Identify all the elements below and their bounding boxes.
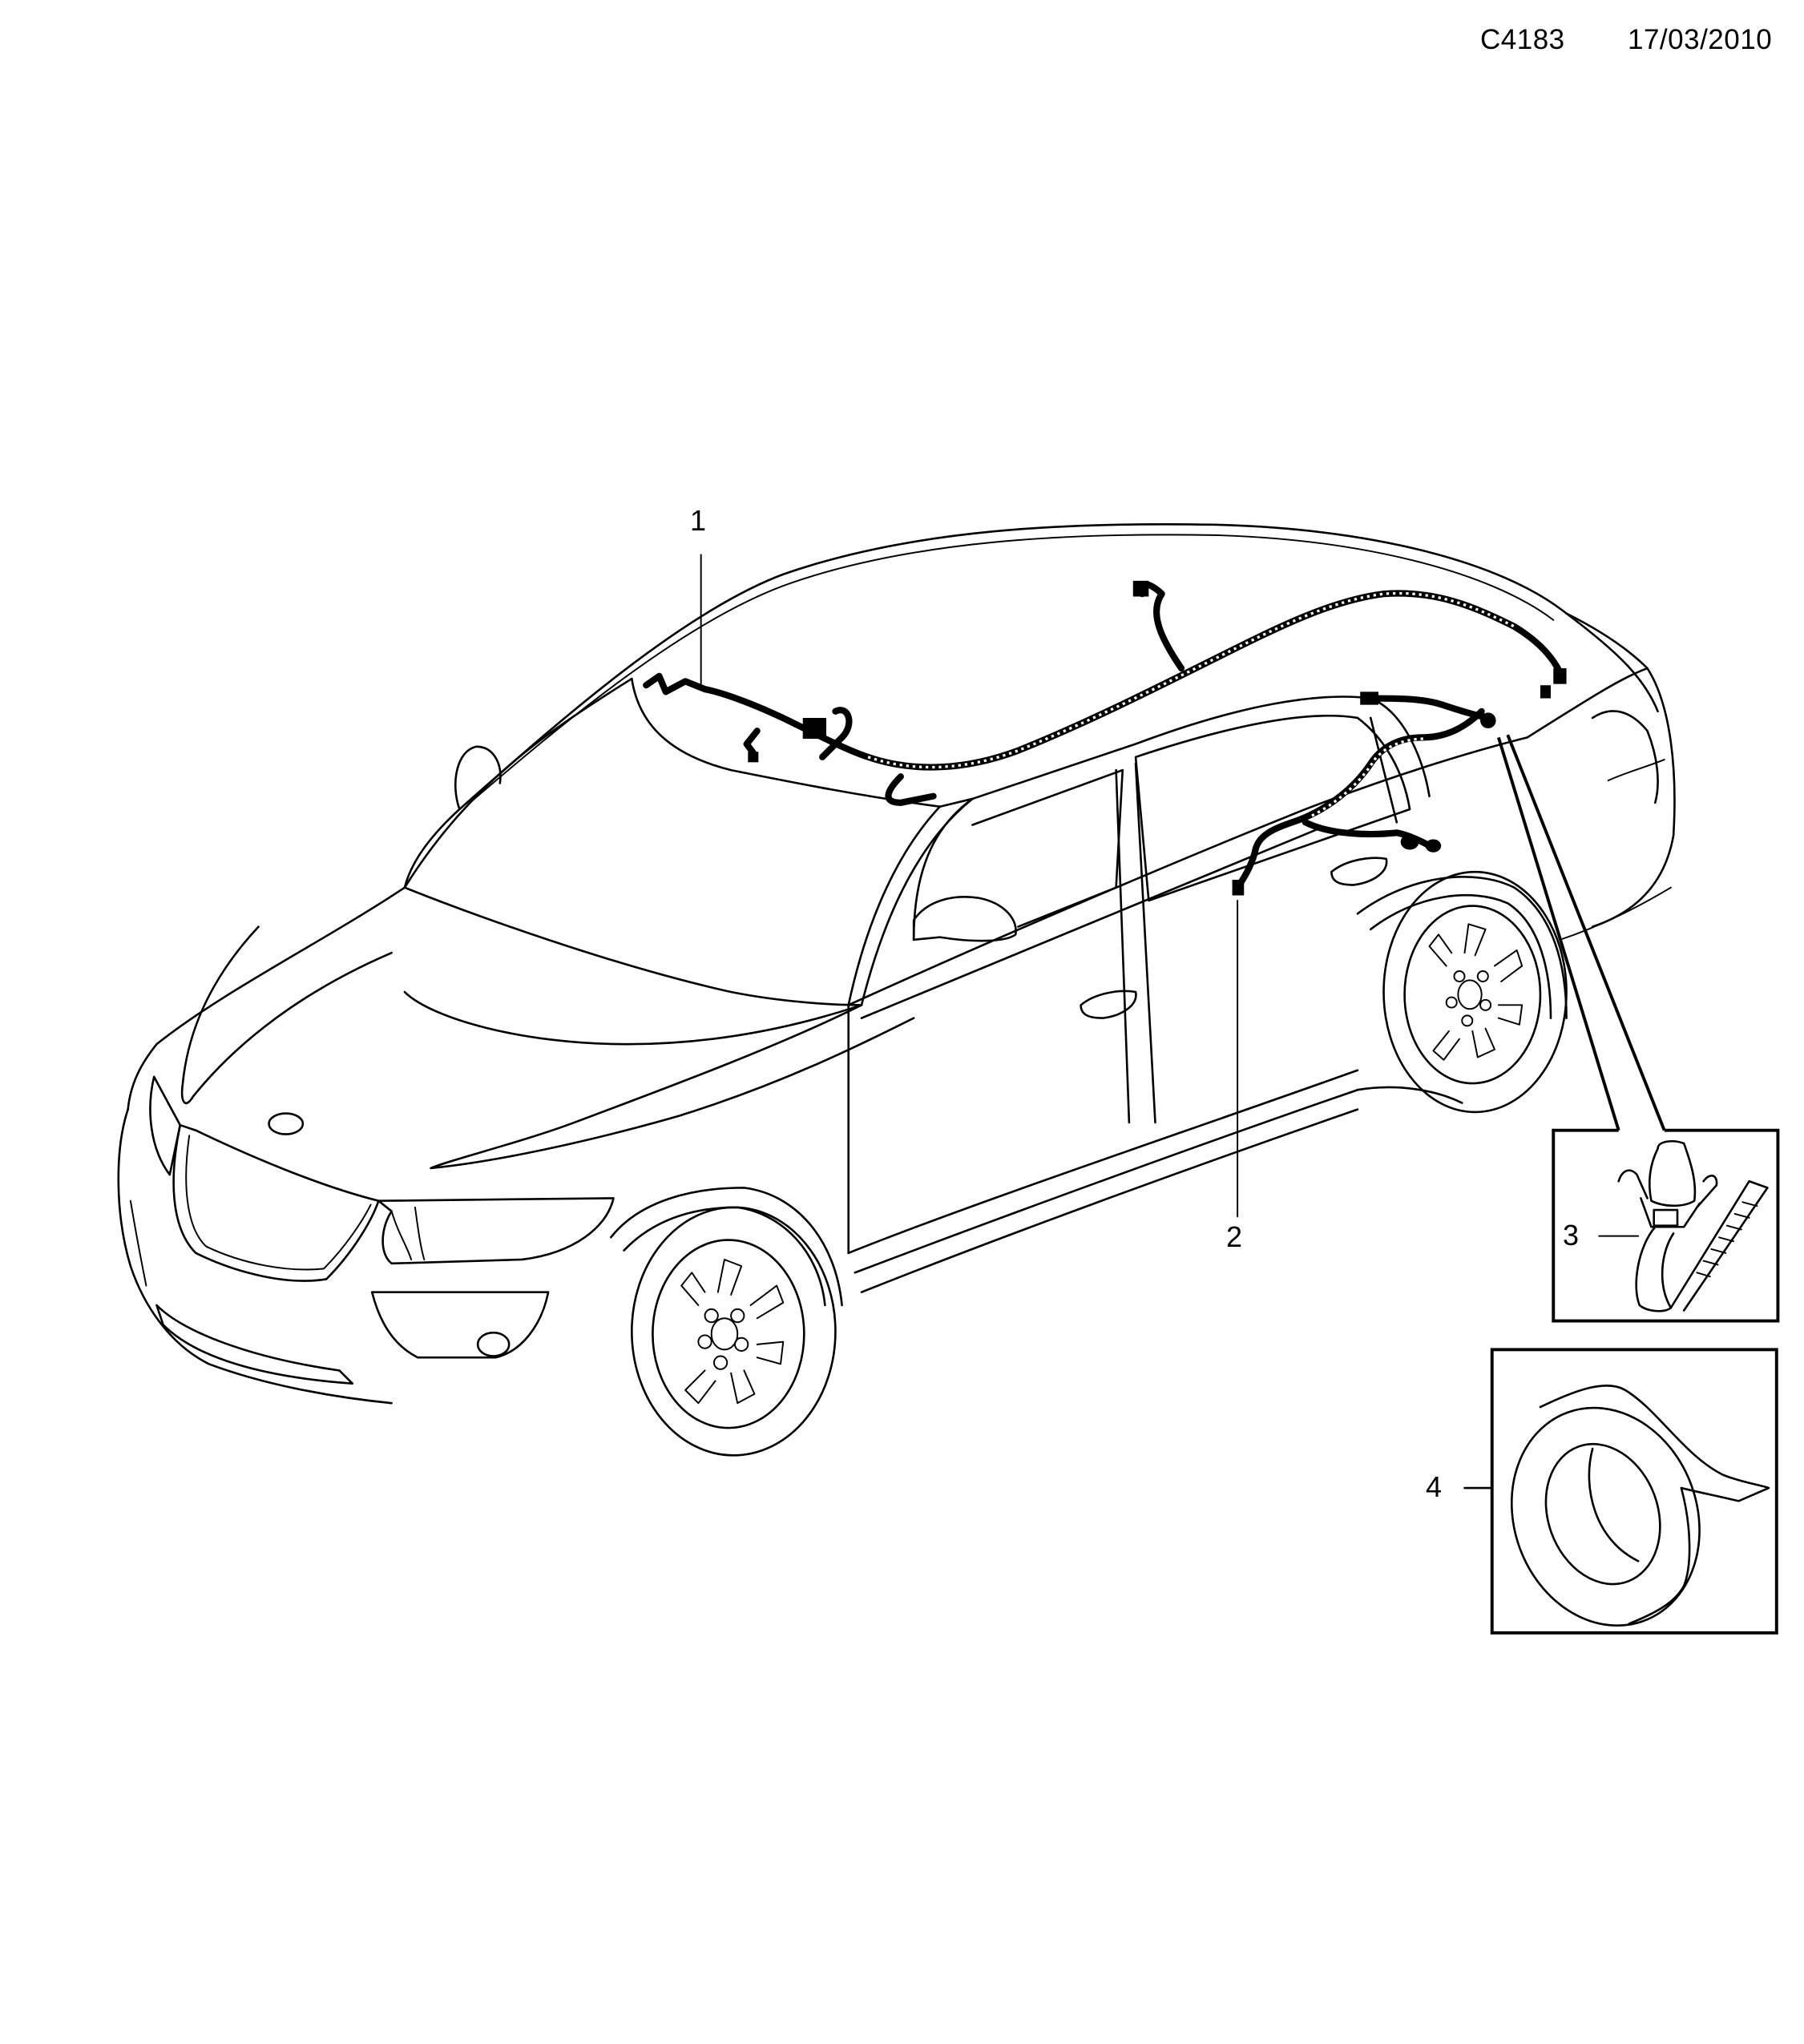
- detail-box-tape-roll: [1490, 1348, 1778, 1635]
- leader-line-3a: [1496, 736, 1620, 1131]
- diagram-date: 17/03/2010: [1628, 24, 1773, 55]
- leader-line-3b: [1506, 734, 1666, 1131]
- callout-1: 1: [690, 504, 707, 537]
- car-body: [117, 522, 1676, 1457]
- callout-4: 4: [1426, 1470, 1443, 1503]
- callout-3: 3: [1563, 1219, 1580, 1252]
- detail-box-cable-tie: [1552, 1128, 1780, 1323]
- callout-2: 2: [1226, 1220, 1243, 1253]
- diagram-code: C4183: [1480, 24, 1565, 55]
- door-wiring-harness: [1232, 691, 1496, 896]
- leader-lines: [700, 554, 1666, 1490]
- roof-wiring-harness: [643, 580, 1567, 806]
